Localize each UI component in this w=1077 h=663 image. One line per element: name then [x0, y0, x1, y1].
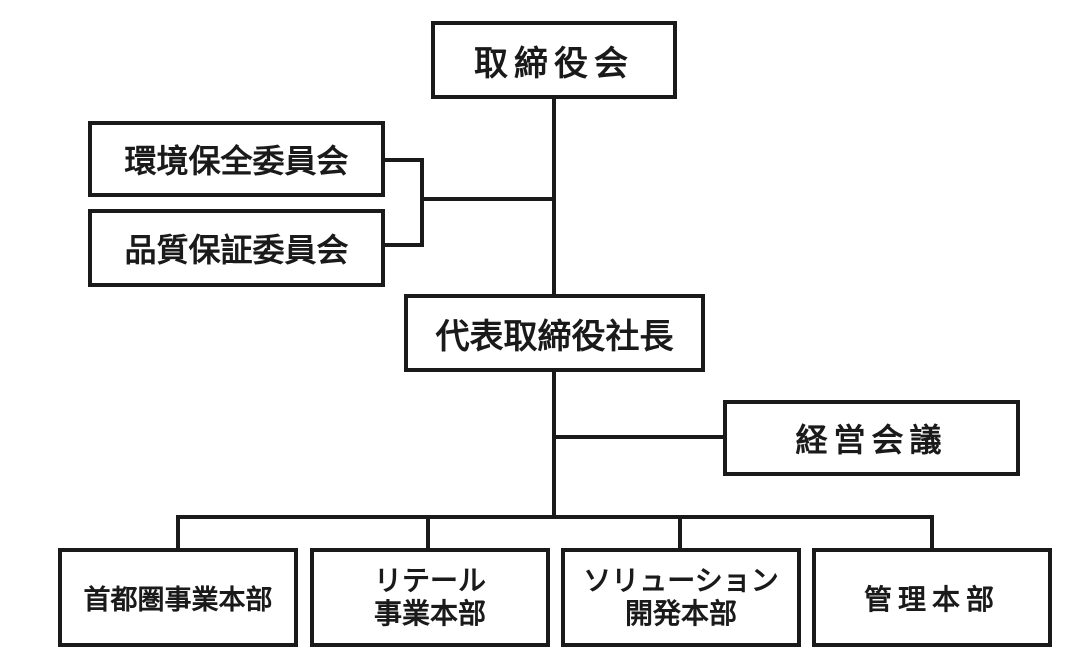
- division-box-metro: 首都圏事業本部: [58, 548, 298, 647]
- president-label: 代表取締役社長: [435, 316, 674, 357]
- board-of-directors-box: 取締役会: [431, 21, 677, 99]
- committee-box-environment: 環境保全委員会: [88, 121, 385, 197]
- division-label-metro: 首都圏事業本部: [83, 585, 273, 616]
- management-meeting-label: 経営会議: [795, 421, 948, 459]
- management-meeting-box: 経営会議: [723, 400, 1020, 476]
- board-of-directors-label: 取締役会: [474, 43, 634, 84]
- division-box-admin: 管理本部: [812, 548, 1052, 647]
- division-label-admin: 管理本部: [863, 582, 1000, 616]
- division-box-solution: ソリューション 開発本部: [561, 548, 801, 647]
- committee-box-quality: 品質保証委員会: [88, 209, 385, 287]
- division-label-solution-line2: 開発本部: [624, 596, 737, 630]
- division-label-retail-line1: リテール: [373, 564, 486, 598]
- president-box: 代表取締役社長: [404, 294, 705, 372]
- division-label-retail-line2: 事業本部: [373, 596, 486, 630]
- division-label-solution-line1: ソリューション: [583, 564, 779, 598]
- committee-label-quality: 品質保証委員会: [124, 231, 349, 269]
- division-box-retail: リテール 事業本部: [310, 548, 550, 647]
- committee-label-environment: 環境保全委員会: [124, 142, 349, 180]
